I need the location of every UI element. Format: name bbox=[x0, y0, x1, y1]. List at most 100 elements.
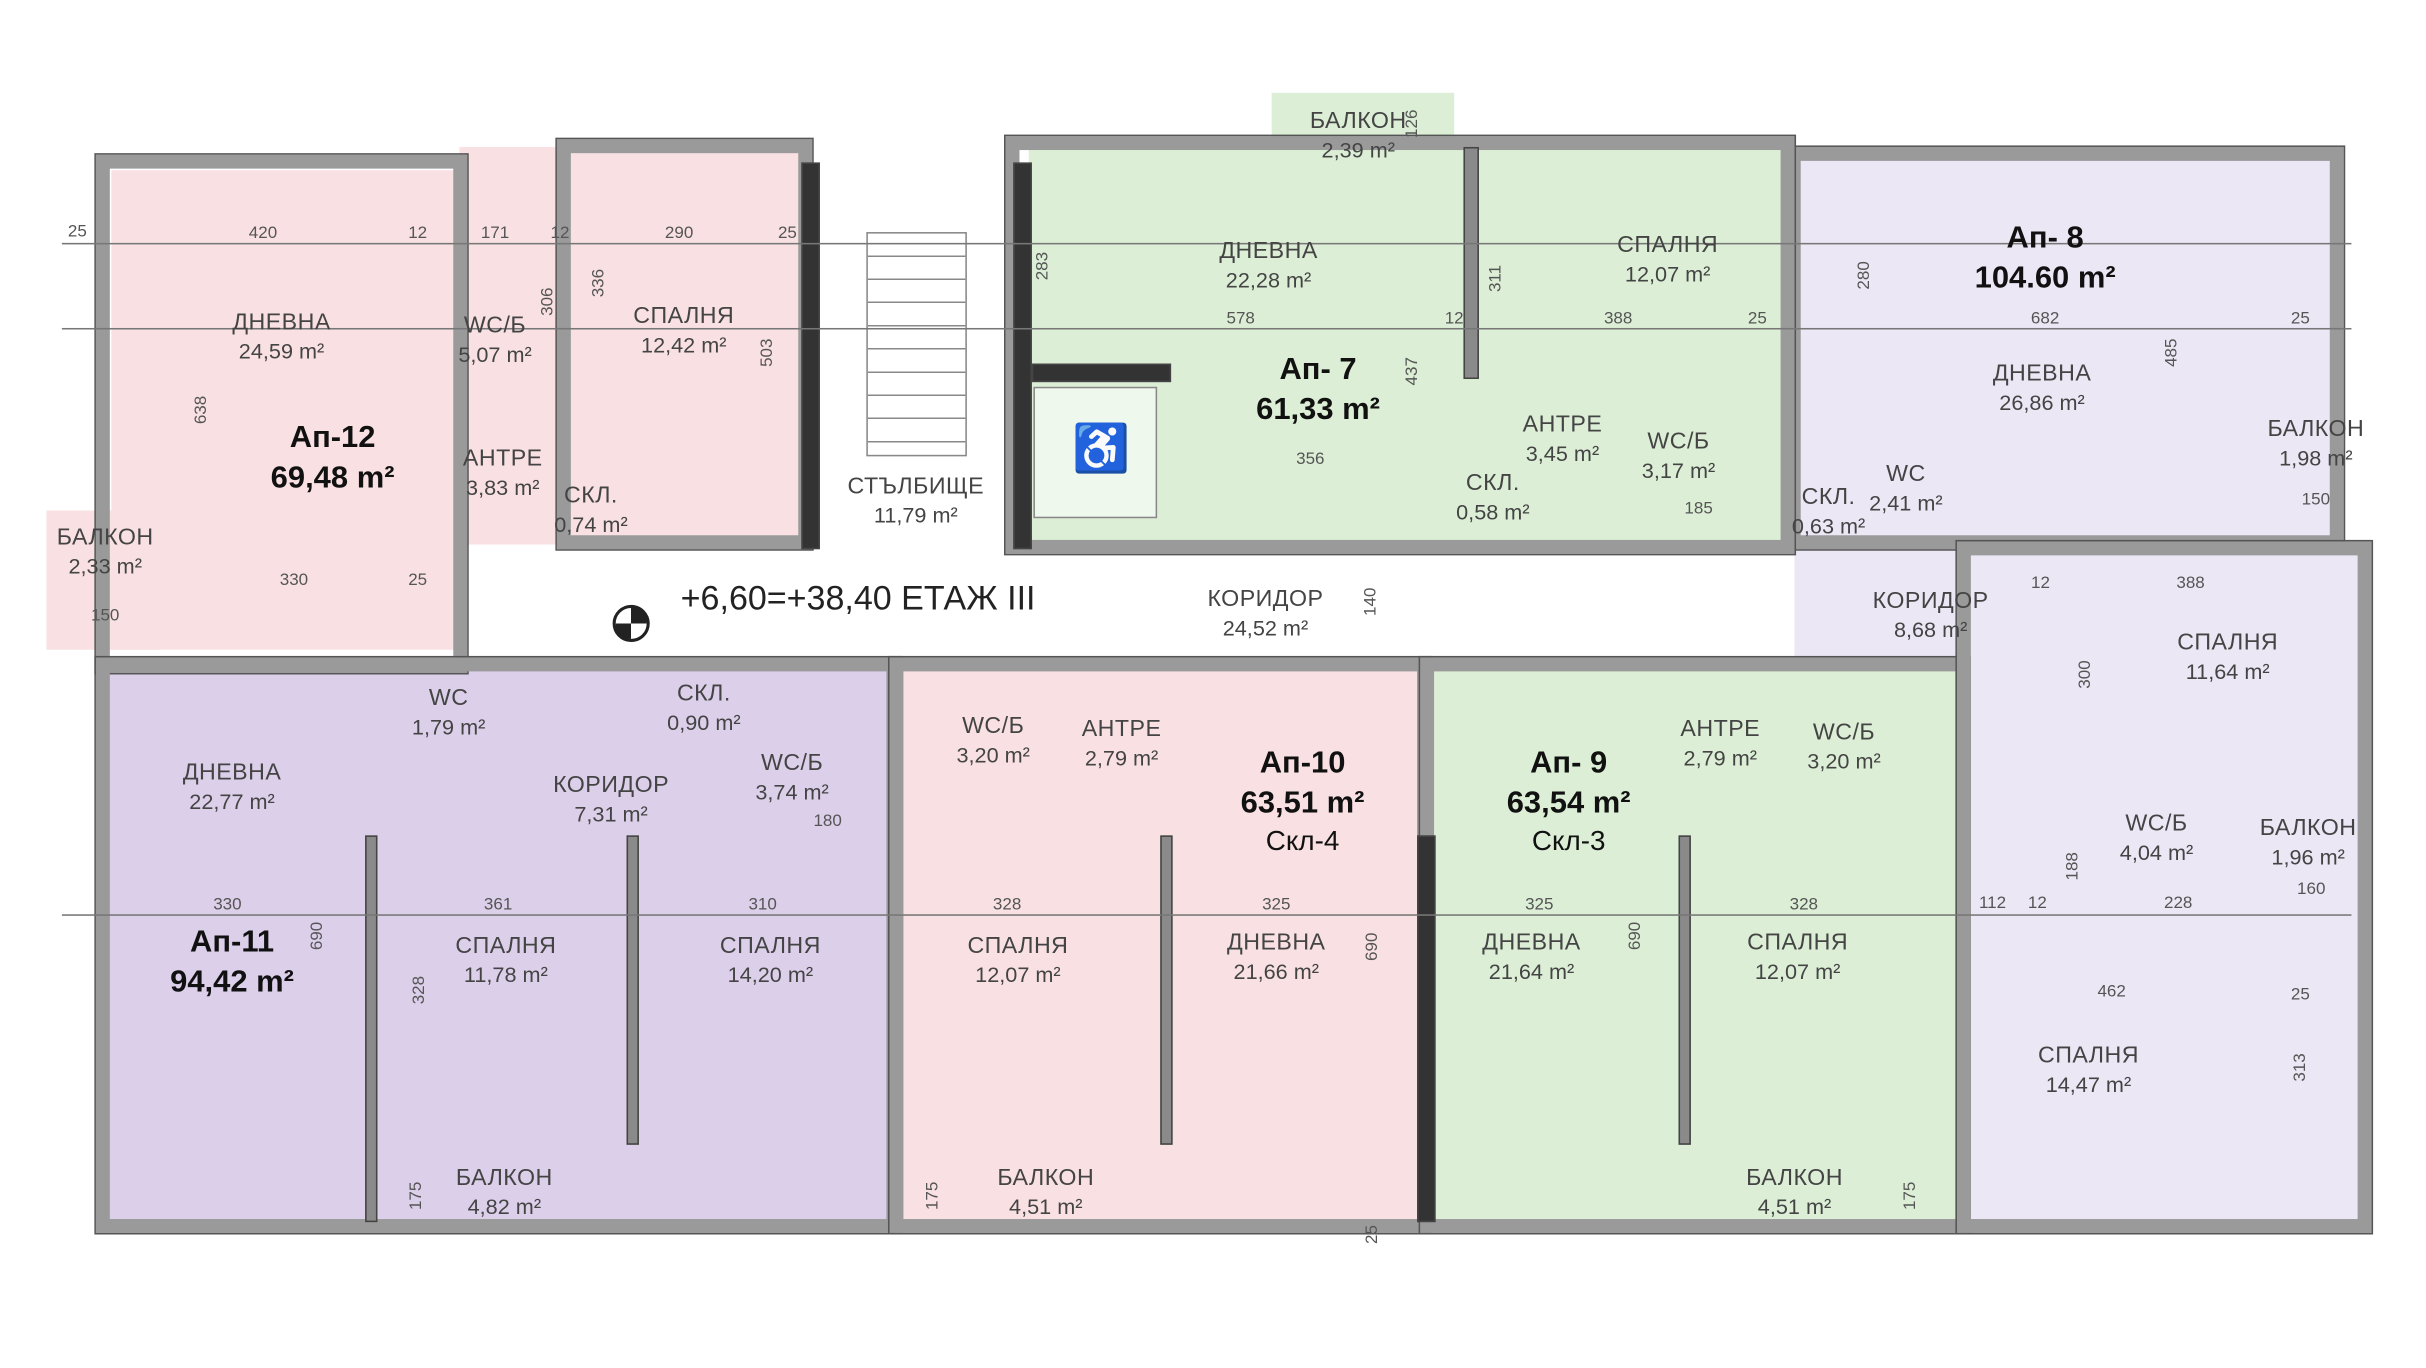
dimension-label: 682 bbox=[2030, 309, 2060, 328]
dimension-label: 175 bbox=[406, 1181, 426, 1211]
room-area: 0,74 m² bbox=[554, 511, 628, 537]
dimension-label: 12 bbox=[2027, 894, 2047, 913]
room-name: БАЛКОН bbox=[455, 1164, 553, 1191]
partition-ap10-ap9 bbox=[1417, 835, 1436, 1223]
room-name: СКЛ. bbox=[1801, 484, 1856, 511]
ap12-area bbox=[111, 170, 460, 650]
room-name: БАЛКОН bbox=[1309, 108, 1407, 135]
dimension-label: 25 bbox=[2290, 309, 2310, 328]
room-name: ДНЕВНА bbox=[1219, 238, 1318, 265]
apt-title: Ап- 7 bbox=[1279, 352, 1357, 387]
apt-title: Ап-10 bbox=[1259, 746, 1346, 781]
room-name: КОРИДОР bbox=[553, 771, 670, 799]
apt-title: Ап-11 bbox=[190, 925, 275, 960]
dimension-label: 325 bbox=[1262, 895, 1291, 915]
apt-area: 69,48 m² bbox=[270, 461, 395, 496]
room-name: СКЛ. bbox=[676, 680, 731, 707]
elevation-marker-icon bbox=[612, 604, 650, 643]
dimension-label: 328 bbox=[992, 895, 1022, 915]
dimension-label: 310 bbox=[748, 895, 777, 915]
dimension-label: 300 bbox=[2076, 660, 2095, 689]
dimension-label: 420 bbox=[248, 224, 278, 243]
ap12-area-2 bbox=[459, 146, 803, 545]
room-name: БАЛКОН bbox=[1746, 1164, 1843, 1191]
room-area: 21,64 m² bbox=[1488, 958, 1575, 984]
apt-area: 104.60 m² bbox=[1974, 261, 2116, 296]
room-name: WC/Б bbox=[760, 750, 824, 777]
room-area: 26,86 m² bbox=[1999, 389, 2085, 415]
room-area: 3,20 m² bbox=[1807, 748, 1881, 773]
grid-line-1 bbox=[61, 242, 2352, 245]
dimension-label: 283 bbox=[1033, 251, 1052, 281]
dimension-label: 325 bbox=[1525, 895, 1554, 915]
room-area: 22,77 m² bbox=[189, 788, 275, 814]
room-name: БАЛКОН bbox=[2259, 815, 2357, 842]
outer-wall-ap8-south bbox=[1955, 539, 2374, 1235]
room-name: АНТРЕ bbox=[1680, 716, 1761, 743]
apt-title: Ап- 8 bbox=[2006, 221, 2084, 256]
partition-ap11-2 bbox=[626, 835, 639, 1145]
dimension-label: 180 bbox=[813, 812, 842, 831]
dimension-label: 150 bbox=[90, 606, 120, 625]
partition-ap11 bbox=[365, 835, 378, 1223]
room-area: 4,51 m² bbox=[1757, 1193, 1832, 1219]
dimension-label: 485 bbox=[2162, 338, 2182, 367]
dimension-label: 160 bbox=[2297, 880, 2326, 899]
room: СКЛ.0,74 m² bbox=[554, 482, 627, 538]
room-name: WC/Б bbox=[463, 312, 527, 339]
dimension-label: 690 bbox=[1362, 932, 1382, 961]
dimension-label: 25 bbox=[777, 224, 797, 243]
room-area: 11,79 m² bbox=[873, 502, 958, 527]
apt-area: 63,54 m² bbox=[1506, 786, 1631, 821]
dimension-label: 150 bbox=[2301, 490, 2331, 509]
dimension-label: 25 bbox=[1362, 1225, 1382, 1244]
stair-flight bbox=[866, 232, 967, 457]
room-name: СКЛ. bbox=[1465, 470, 1520, 497]
room-name: АНТРЕ bbox=[462, 445, 543, 472]
room: СКЛ.0,58 m² bbox=[1456, 470, 1529, 526]
dimension-label: 388 bbox=[1603, 309, 1633, 328]
room-name: СПАЛНЯ bbox=[633, 303, 735, 330]
dimension-label: 336 bbox=[589, 268, 608, 298]
room-name: ДНЕВНА bbox=[232, 309, 331, 336]
room-area: 3,20 m² bbox=[956, 741, 1030, 767]
room-name: СПАЛНЯ bbox=[1747, 929, 1849, 956]
ap7-balcony bbox=[1271, 92, 1455, 171]
room-name: СПАЛНЯ bbox=[2037, 1042, 2139, 1069]
room-area: 0,90 m² bbox=[667, 709, 741, 735]
dimension-label: 228 bbox=[2163, 894, 2193, 913]
room-area: 3,74 m² bbox=[755, 779, 829, 804]
room-area: 3,83 m² bbox=[466, 474, 540, 500]
stair-wall-right bbox=[1013, 162, 1032, 550]
room-name: ДНЕВНА bbox=[1992, 360, 2092, 387]
dimension-label: 638 bbox=[191, 395, 211, 425]
grid-line-2 bbox=[61, 327, 2352, 330]
dimension-label: 462 bbox=[2097, 982, 2126, 1001]
dimension-label: 126 bbox=[1403, 109, 1422, 138]
room-name: БАЛКОН bbox=[997, 1164, 1095, 1191]
room-area: 12,07 m² bbox=[1624, 260, 1711, 286]
apt-title: Ап-12 bbox=[289, 420, 376, 455]
room-area: 2,41 m² bbox=[1869, 489, 1943, 515]
apt-area: 63,51 m² bbox=[1240, 786, 1365, 821]
dimension-label: 388 bbox=[2176, 573, 2205, 593]
room-name: WC/Б bbox=[2125, 810, 2188, 837]
room-name: СПАЛНЯ bbox=[455, 932, 557, 959]
dimension-label: 175 bbox=[923, 1181, 943, 1211]
dimension-label: 140 bbox=[1361, 587, 1380, 616]
room-area: 3,17 m² bbox=[1641, 457, 1716, 483]
